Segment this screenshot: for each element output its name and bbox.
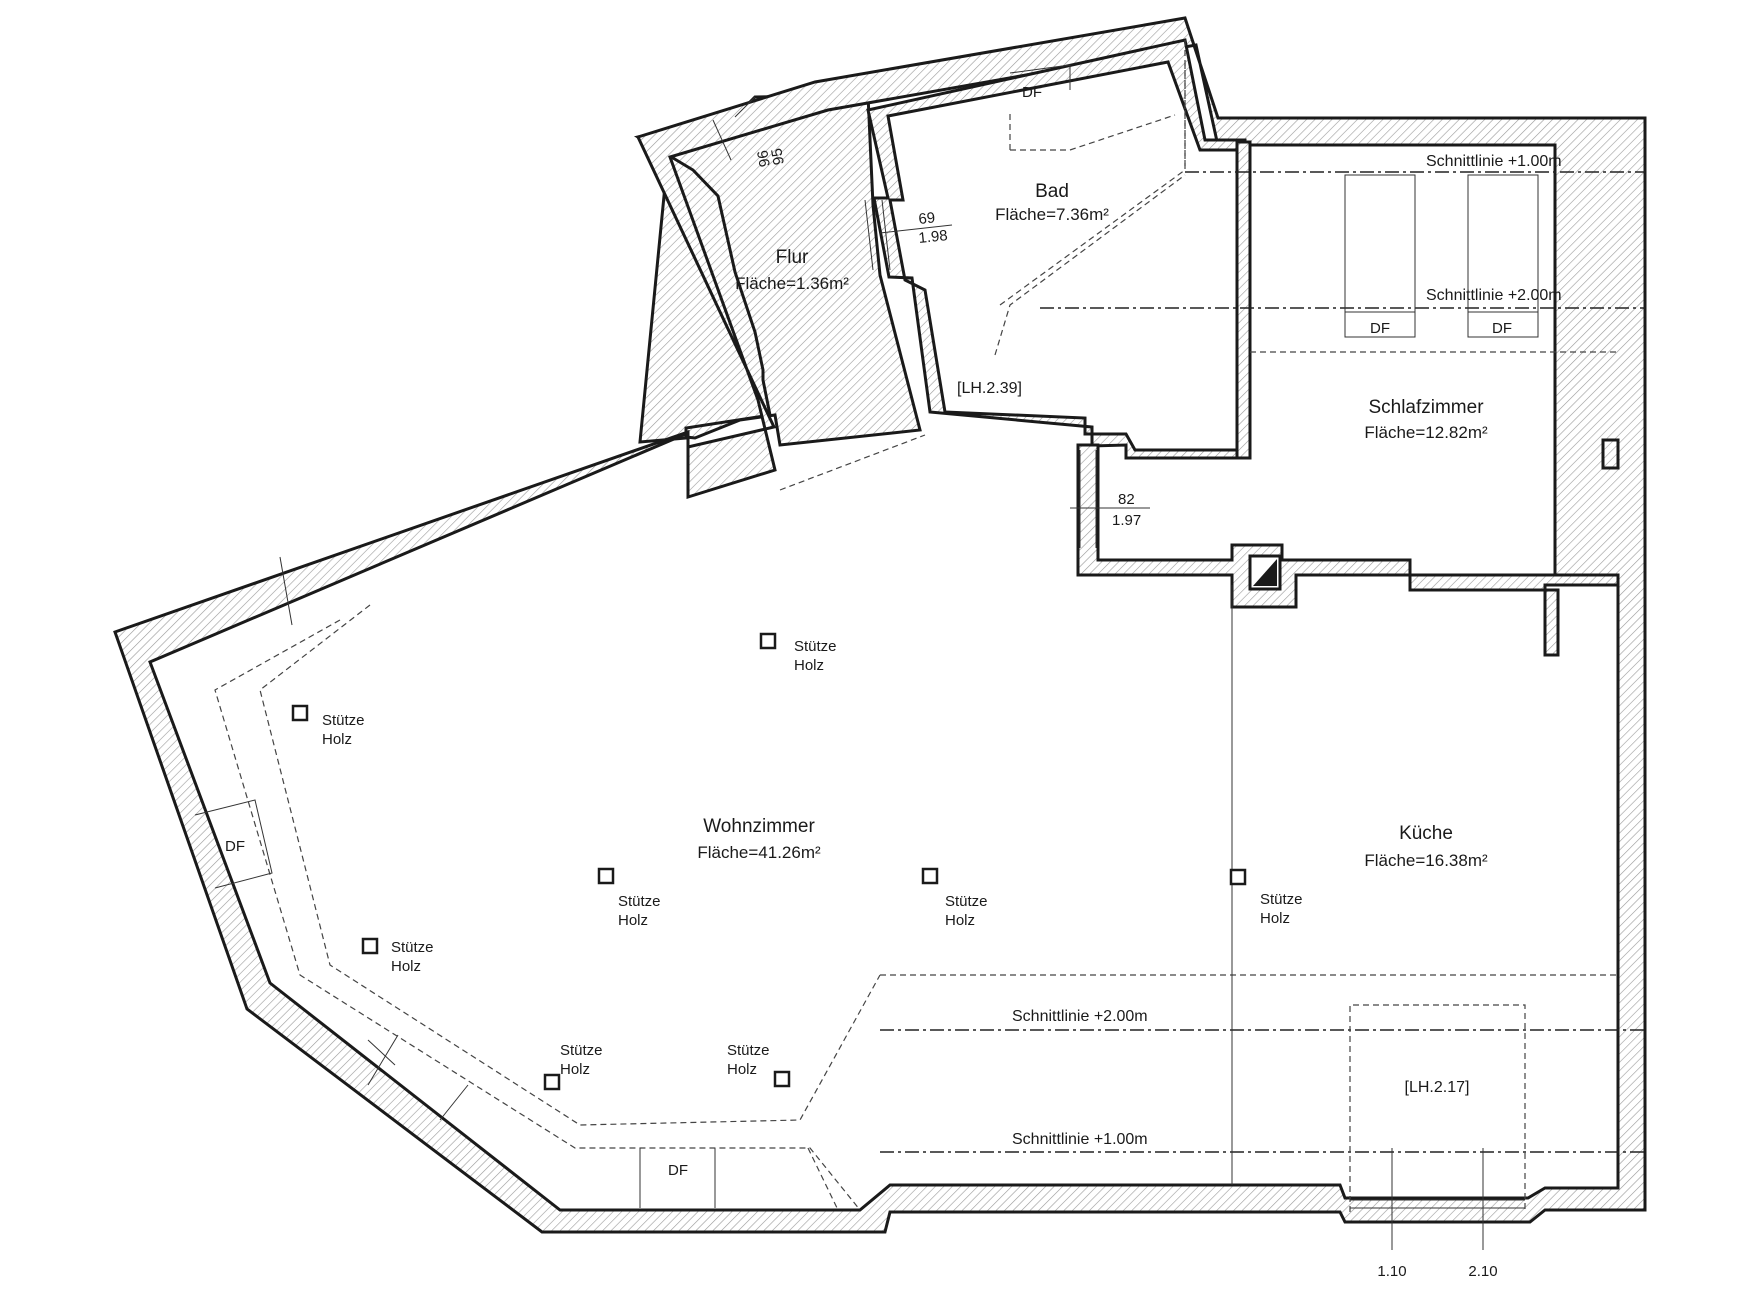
dimensions: 95 96 69 1.98 82 1.97 1.10 2.10	[754, 147, 1497, 1280]
dimension-bedroom-door-height: 1.97	[1112, 512, 1141, 529]
doors	[279, 96, 1150, 626]
support-marker	[1229, 868, 1247, 886]
section-label-top-100: Schnittlinie +1.00m	[1426, 153, 1562, 170]
room-name-wohnzimmer: Wohnzimmer	[703, 816, 815, 837]
section-label-top-200: Schnittlinie +2.00m	[1426, 287, 1562, 304]
dimension-flur-door-height: 96	[754, 149, 774, 168]
room-name-bad: Bad	[1035, 181, 1069, 202]
dimension-window-right: 2.10	[1468, 1263, 1497, 1280]
support-label: Stütze	[945, 893, 988, 910]
support-label-material: Holz	[391, 958, 421, 975]
wall-partition	[1235, 140, 1252, 460]
support-label: Stütze	[391, 939, 434, 956]
support-marker	[361, 937, 379, 955]
section-label-bottom-200: Schnittlinie +2.00m	[1012, 1008, 1148, 1025]
dimension-bedroom-door-width: 82	[1118, 491, 1135, 508]
chimney-fill	[1253, 559, 1277, 586]
support-labels: Stütze Holz Stütze Holz Stütze Holz Stüt…	[322, 638, 1303, 1078]
support-label-material: Holz	[618, 912, 648, 929]
wall-bedroom-kitchen	[1076, 443, 1620, 657]
room-name-flur: Flur	[776, 247, 809, 268]
room-area-wohnzimmer: Fläche=41.26m²	[697, 843, 821, 862]
room-area-kueche: Fläche=16.38m²	[1364, 851, 1488, 870]
skylights	[194, 64, 1539, 1208]
support-label: Stütze	[560, 1042, 603, 1059]
section-lines	[880, 171, 1645, 1153]
dormer-window	[1231, 585, 1526, 1250]
support-marker	[291, 704, 309, 722]
support-marker	[543, 1073, 561, 1091]
df-label: DF	[1022, 84, 1042, 101]
support-marker	[759, 632, 777, 650]
section-label-bottom-100: Schnittlinie +1.00m	[1012, 1131, 1148, 1148]
dimension-flur-door-width: 95	[768, 147, 788, 166]
lh-label-bad: [LH.2.39]	[957, 380, 1022, 397]
wall-bad	[866, 38, 1247, 460]
dimension-bad-door-width: 69	[918, 209, 936, 228]
support-marker	[921, 867, 939, 885]
room-area-bad: Fläche=7.36m²	[995, 205, 1109, 224]
support-label-material: Holz	[560, 1061, 590, 1078]
support-label-material: Holz	[1260, 910, 1290, 927]
support-label: Stütze	[322, 712, 365, 729]
support-label: Stütze	[1260, 891, 1303, 908]
supports	[291, 632, 1247, 1091]
support-label-material: Holz	[727, 1061, 757, 1078]
df-label: DF	[1492, 320, 1512, 337]
wall-niche	[1601, 438, 1620, 470]
support-label: Stütze	[794, 638, 837, 655]
support-label-material: Holz	[945, 912, 975, 929]
support-marker	[773, 1070, 791, 1088]
support-label: Stütze	[618, 893, 661, 910]
df-label: DF	[1370, 320, 1390, 337]
dimension-window-left: 1.10	[1377, 1263, 1406, 1280]
support-label-material: Holz	[322, 731, 352, 748]
walls	[113, 16, 1647, 1234]
support-marker	[597, 867, 615, 885]
df-label: DF	[668, 1162, 688, 1179]
df-label: DF	[225, 838, 245, 855]
room-area-schlafzimmer: Fläche=12.82m²	[1364, 423, 1488, 442]
room-name-schlafzimmer: Schlafzimmer	[1368, 397, 1484, 418]
lh-label-dormer: [LH.2.17]	[1405, 1079, 1470, 1096]
dimension-bad-door-height: 1.98	[918, 227, 949, 247]
room-name-kueche: Küche	[1399, 823, 1453, 844]
dashed-lines	[214, 40, 1618, 1211]
room-area-flur: Fläche=1.36m²	[735, 274, 849, 293]
support-label-material: Holz	[794, 657, 824, 674]
wall-flur	[633, 93, 922, 447]
support-label: Stütze	[727, 1042, 770, 1059]
